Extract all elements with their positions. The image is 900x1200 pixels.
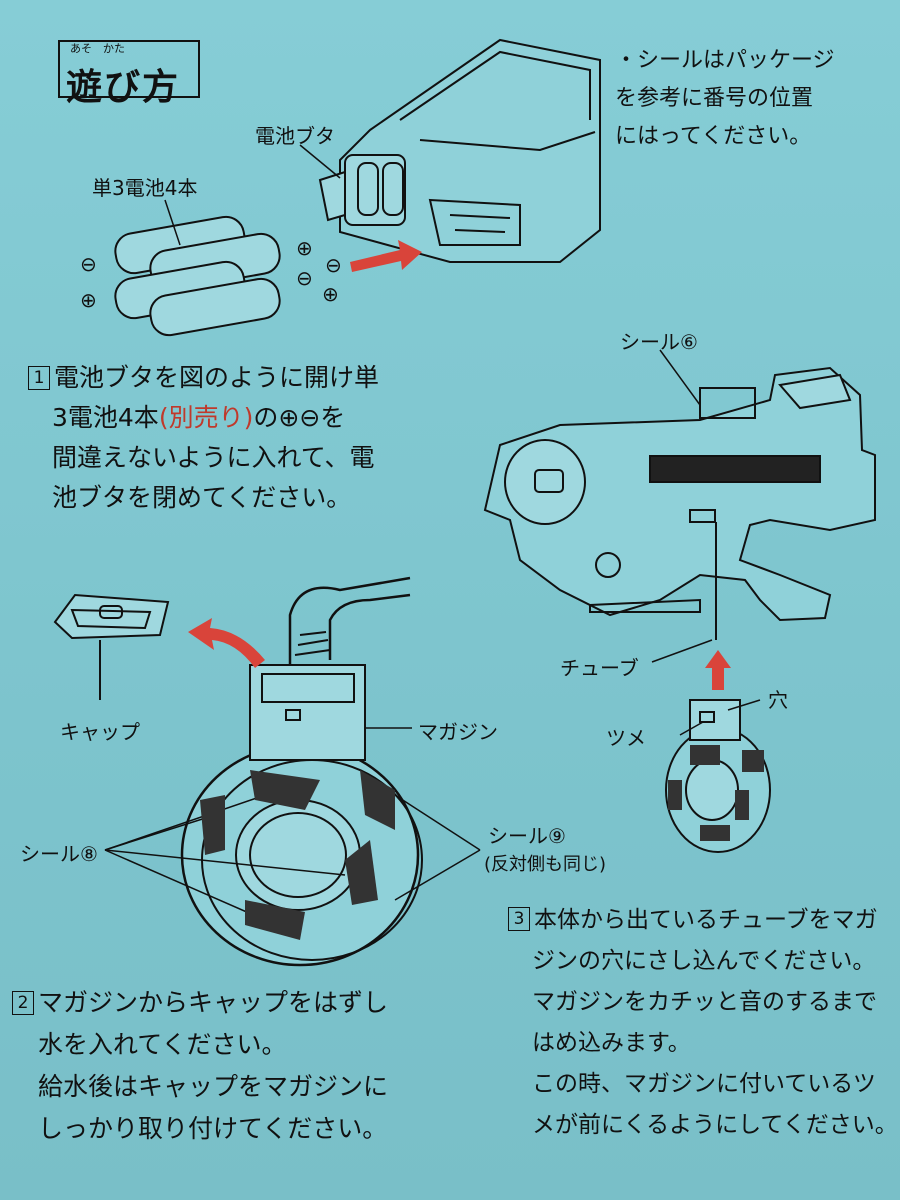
plus-sign: ⊕	[80, 288, 97, 312]
hole-label: 穴	[768, 688, 788, 712]
cap-label: キャップ	[60, 720, 140, 744]
plus-sign: ⊕	[322, 282, 339, 306]
step1-line: 間違えないように入れて、電	[52, 443, 375, 472]
step2-line: 給水後はキャップをマガジンに	[38, 1072, 389, 1101]
cap-drawing	[53, 593, 170, 700]
title-ruby: あそ かた	[70, 42, 125, 55]
step3-line: この時、マガジンに付いているツ	[532, 1071, 876, 1097]
step2-line: 水を入れてください。	[38, 1030, 287, 1059]
step-number: 2	[12, 991, 34, 1015]
step1-line: の⊕⊖を	[253, 403, 346, 432]
title-box: あそ かた 遊び方	[58, 40, 200, 108]
seal9-note: (反対側も同じ)	[484, 854, 607, 875]
seal-patches	[200, 745, 764, 940]
claw-label: ツメ	[606, 726, 646, 750]
tube-label: チューブ	[560, 656, 639, 680]
plus-sign: ⊕	[296, 236, 313, 260]
seal-note: ・シールはパッケージ を参考に番号の位置 にはってください。	[615, 42, 835, 156]
page-title: 遊び方	[66, 67, 181, 108]
step-number: 1	[28, 366, 50, 390]
note-line: にはってください。	[615, 124, 812, 149]
step1-line: 3電池4本	[52, 403, 159, 432]
batteries-label: 単3電池4本	[92, 176, 198, 200]
leader-lines	[104, 144, 761, 921]
magazine-label: マガジン	[418, 720, 498, 744]
water-gun-drawing	[483, 366, 876, 640]
step-number: 3	[508, 907, 530, 931]
step2-line: しっかり取り付けてください。	[38, 1114, 388, 1143]
minus-sign: ⊖	[325, 253, 342, 277]
step3-line: マガジンをカチッと音のするまで	[532, 989, 877, 1015]
note-line: を参考に番号の位置	[615, 86, 814, 111]
red-arrows	[188, 240, 731, 690]
sold-separately-note: (別売り)	[158, 403, 254, 432]
seal6-label: シール⑥	[620, 330, 698, 354]
batteries-drawing	[114, 215, 281, 337]
step3-line: メが前にくるようにしてください。	[532, 1112, 898, 1138]
step3-line: ジンの穴にさし込んでください。	[532, 948, 876, 974]
battery-cover-label: 電池ブタ	[255, 124, 335, 148]
minus-sign: ⊖	[80, 252, 97, 276]
step2-line: マガジンからキャップをはずし	[38, 988, 389, 1017]
note-line: ・シールはパッケージ	[615, 48, 835, 73]
minus-sign: ⊖	[296, 266, 313, 290]
seal8-label: シール⑧	[20, 842, 98, 866]
step1-line: 池ブタを閉めてください。	[52, 483, 352, 512]
step1-line: 電池ブタを図のように開け単	[54, 363, 380, 392]
step3-line: 本体から出ているチューブをマガ	[534, 907, 878, 933]
battery-compartment-drawing	[318, 38, 601, 263]
seal9-label: シール⑨	[488, 824, 566, 848]
step3-line: はめ込みます。	[532, 1030, 691, 1056]
